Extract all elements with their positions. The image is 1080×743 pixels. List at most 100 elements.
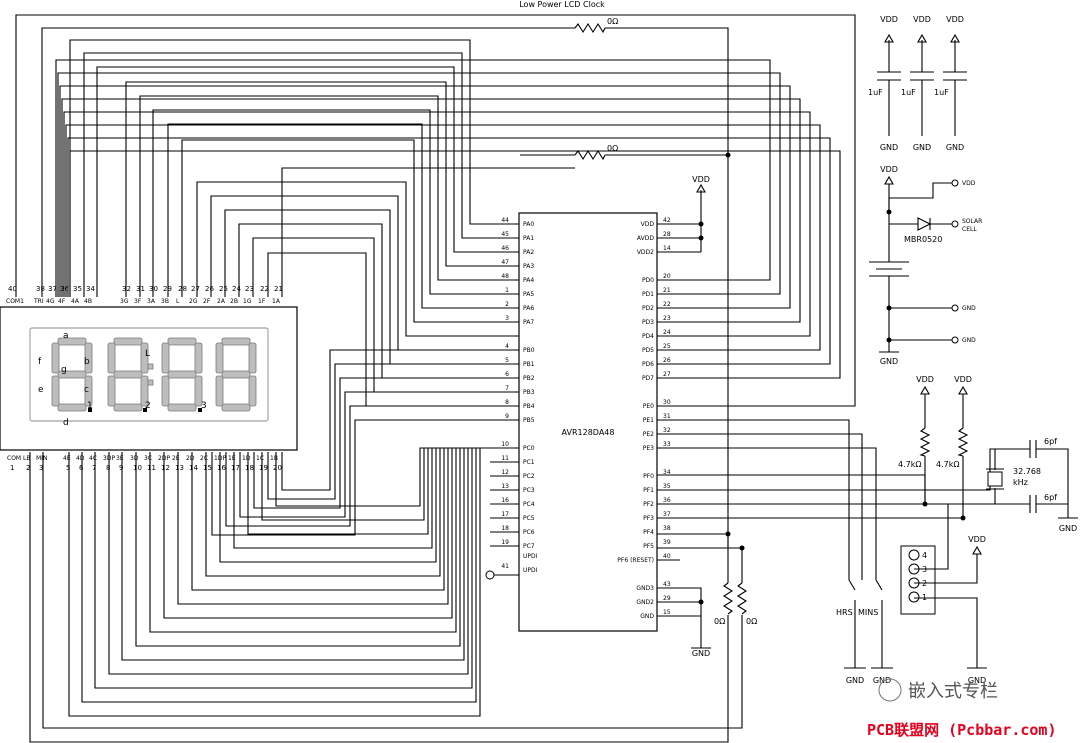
mcu-pin-PD3: PD3	[642, 319, 654, 326]
lcd-top-pin-40: 40	[8, 285, 17, 293]
lcd-top-label-31: 3F	[134, 298, 142, 305]
lcd-top-pin-27: 27	[191, 285, 200, 293]
mcu-pin-PF6 (RESET): PF6 (RESET)	[617, 557, 654, 564]
resistor-r1: 0Ω	[574, 17, 618, 34]
mcu-pin-num-22: 22	[663, 301, 671, 308]
watermark: 嵌入式专栏 PCB联盟网 (Pcbbar.com)	[867, 678, 1057, 739]
lcd-bot-label-17: 1E	[228, 455, 236, 462]
mcu-pin-num-47: 47	[501, 259, 509, 266]
mcu-pin-PD5: PD5	[642, 347, 654, 354]
mcu-pin-UPDI: UPDI	[523, 567, 538, 574]
lcd-bot-label-6: 4D	[76, 455, 85, 462]
mcu-pin-num-28: 28	[663, 231, 671, 238]
mcu-pin-num-26: 26	[663, 357, 671, 364]
mcu-pin-PA1: PA1	[523, 235, 534, 242]
mcu-pin-VDD2: VDD2	[637, 249, 654, 256]
lcd-top-pin-25: 25	[219, 285, 228, 293]
lcd-seg-label-d: d	[63, 418, 69, 428]
mcu-pin-PF3: PF3	[643, 515, 654, 522]
lcd-top-label-24: 2B	[230, 298, 238, 305]
lcd-bot-label-1: COM	[7, 455, 21, 462]
lcd-seg-label-b: b	[84, 357, 90, 367]
cap2-gnd: GND	[913, 143, 931, 152]
lcd-bot-pin-5: 5	[66, 464, 70, 472]
cap2-vdd: VDD	[913, 15, 931, 24]
mcu-pin-num-12: 12	[501, 469, 509, 476]
mcu-pin-PB5: PB5	[523, 417, 535, 424]
mcu-pin-num-4: 4	[505, 343, 509, 350]
mcu-pins: 44PA045PA146PA247PA348PA41PA52PA63PA74PB…	[490, 217, 680, 620]
lcd-top-label-21: 1A	[272, 298, 281, 305]
mcu-pin-PC0: PC0	[523, 445, 535, 452]
hrs-label: HRS	[836, 608, 853, 617]
lcd-seg-label-f: f	[38, 357, 42, 367]
mcu-pin-num-7: 7	[505, 385, 509, 392]
mcu-pin-PA5: PA5	[523, 291, 534, 298]
lcd-seg-label-L: L	[145, 349, 150, 359]
mcu-pin-PB4: PB4	[523, 403, 535, 410]
lcd-bottom-wires	[68, 349, 519, 717]
mcu-pin-GND2: GND2	[636, 599, 654, 606]
lcd-top-pin-29: 29	[163, 285, 172, 293]
lcd-top-pin-23: 23	[245, 285, 254, 293]
lcd-bot-label-7: 4C	[89, 455, 97, 462]
mcu-pin-num-1: 1	[505, 287, 509, 294]
mcu-pin-num-10: 10	[501, 441, 509, 448]
r3-value: 0Ω	[714, 617, 725, 626]
lcd-top-pin-38: 38	[36, 285, 45, 293]
mcu-pin-num-31: 31	[663, 413, 671, 420]
mcu-pin-num-11: 11	[501, 455, 509, 462]
lcd-bot-label-9: 3E	[116, 455, 124, 462]
mcu-pin-num-20: 20	[663, 273, 671, 280]
lcd-bot-pin-20: 20	[273, 464, 282, 472]
lcd-bot-label-18: 1D	[242, 455, 251, 462]
mcu-pin-num-35: 35	[663, 483, 671, 490]
mcu-pin-num-42: 42	[663, 217, 671, 224]
r4-value: 0Ω	[746, 617, 757, 626]
mcu-vdd-label: VDD	[692, 175, 710, 184]
r1-value: 0Ω	[607, 17, 618, 26]
vdd-out-label: VDD	[962, 180, 976, 187]
mcu-pin-num-16: 16	[501, 497, 509, 504]
mcu-pin-PA6: PA6	[523, 305, 534, 312]
pu2-value: 4.7kΩ	[936, 460, 959, 469]
mcu-pin-num-13: 13	[501, 483, 509, 490]
header-pin-1	[908, 591, 920, 603]
hdr-vdd: VDD	[968, 535, 986, 544]
lcd-top-label-40: COM1	[6, 298, 24, 305]
mcu-pin-num-17: 17	[501, 511, 509, 518]
mcu-pin-num-21: 21	[663, 287, 671, 294]
mcu-pin-PC7: PC7	[523, 543, 535, 550]
lcd-bot-pin-15: 15	[203, 464, 212, 472]
lcd-pin-labels: 40COM138TRI374G364F354A344B323G313F303A2…	[6, 285, 283, 472]
lcd-top-pin-22: 22	[260, 285, 269, 293]
lcd-top-pin-35: 35	[73, 285, 82, 293]
mcu-pin-num-3: 3	[505, 315, 509, 322]
lcd-top-pin-21: 21	[274, 285, 283, 293]
mcu-pin-num-41: 41	[501, 563, 509, 570]
mcu-pin-PC2: PC2	[523, 473, 535, 480]
cap3-vdd: VDD	[946, 15, 964, 24]
lcd-bot-label-15: 2C	[200, 455, 208, 462]
mcu-avr128da48: AVR128DA48 44PA045PA146PA247PA348PA41PA5…	[485, 212, 680, 632]
mcu-pin-num-19: 19	[501, 539, 509, 546]
lcd-top-label-37: 4G	[46, 298, 55, 305]
lcd-top-label-23: 1G	[243, 298, 252, 305]
mcu-pin-PC6: PC6	[523, 529, 535, 536]
lcd-top-label-35: 4A	[71, 298, 80, 305]
sw2-gnd: GND	[873, 676, 891, 685]
mcu-pin-num-5: 5	[505, 357, 509, 364]
lcd-bot-pin-16: 16	[217, 464, 226, 472]
lcd-bot-pin-18: 18	[245, 464, 254, 472]
watermark-brand: 嵌入式专栏	[908, 681, 998, 702]
lcd-bot-label-2: LB	[23, 455, 30, 462]
cap1-value: 1uF	[868, 88, 883, 97]
lcd-bot-label-8: 3DP	[103, 455, 115, 462]
supply-gnd: GND	[880, 357, 898, 366]
lcd-top-label-30: 3A	[147, 298, 156, 305]
mcu-pin-PA0: PA0	[523, 221, 534, 228]
mcu-pin-PE0: PE0	[643, 403, 654, 410]
cap1-vdd: VDD	[880, 15, 898, 24]
lcd-bot-label-14: 2D	[186, 455, 195, 462]
mcu-pin-PF5: PF5	[643, 543, 654, 550]
